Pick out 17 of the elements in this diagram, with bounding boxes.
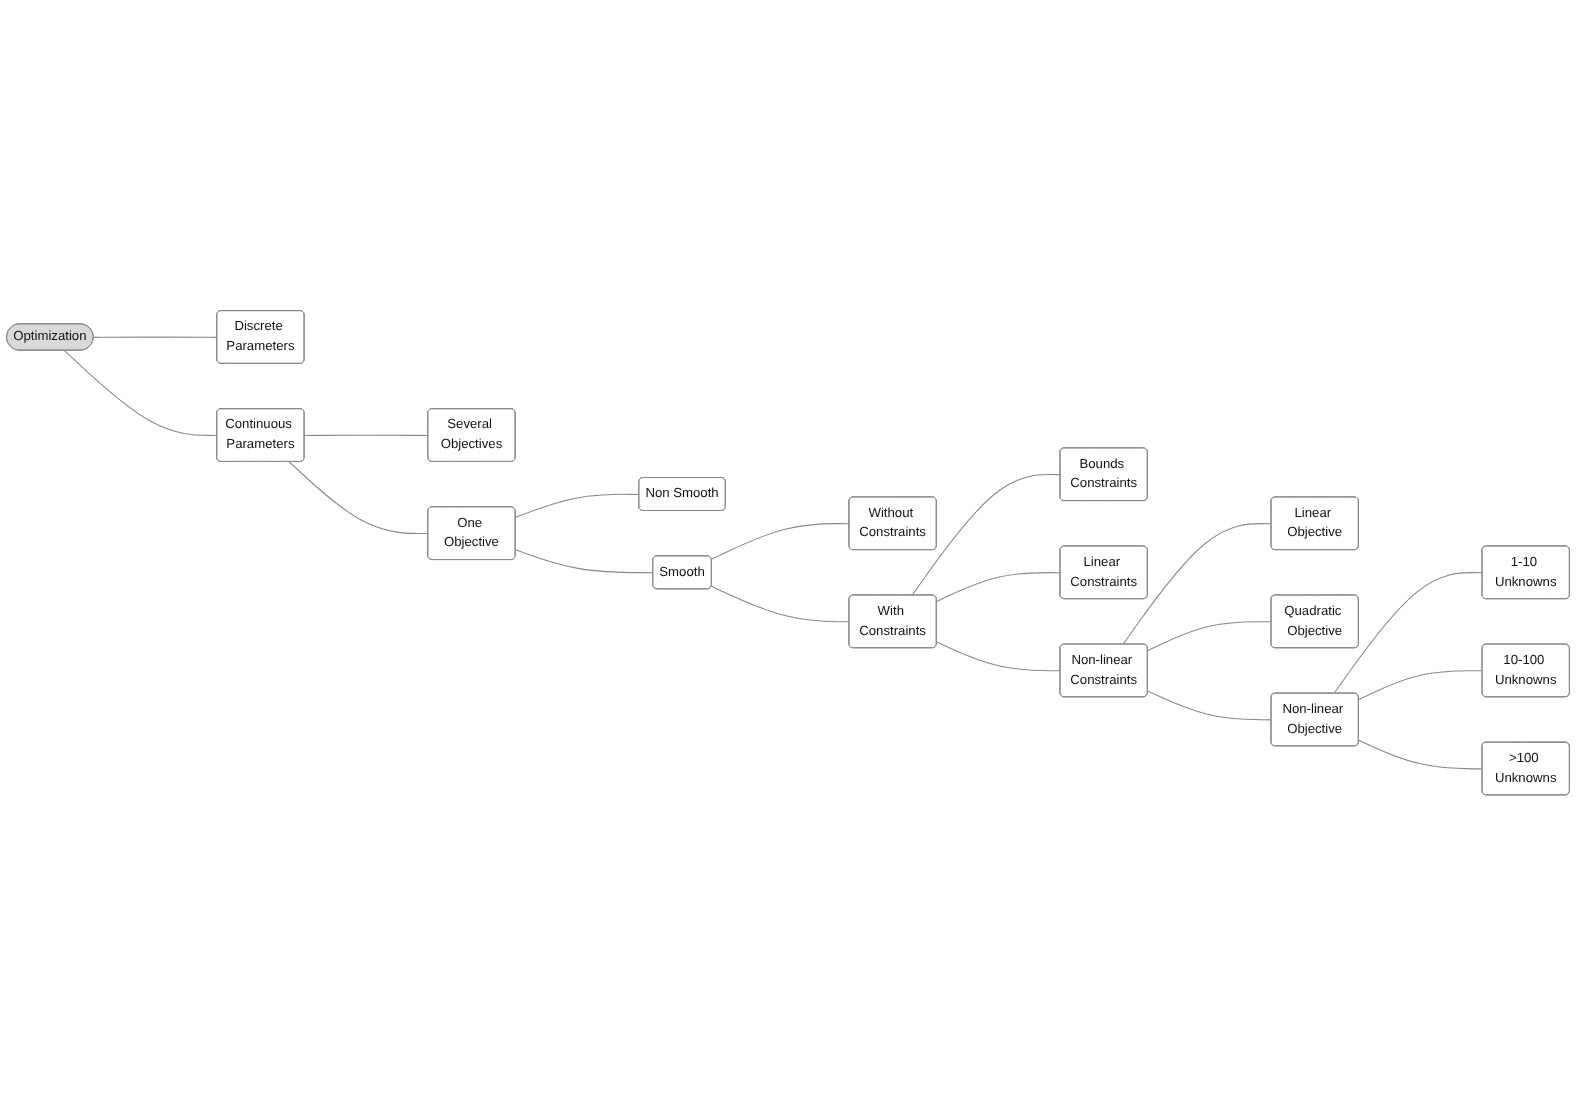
connector: [515, 494, 640, 519]
connector: [911, 474, 1061, 597]
connector: [1147, 690, 1272, 721]
connector: [711, 523, 850, 560]
connector: [92, 336, 218, 339]
connector: [1147, 621, 1272, 652]
connector: [936, 572, 1061, 603]
connector: [1122, 523, 1272, 646]
connector: [1333, 572, 1483, 695]
connector: [936, 641, 1061, 672]
connector: [711, 586, 850, 623]
connector: [288, 461, 429, 535]
connector: [1358, 739, 1483, 770]
connector: [63, 350, 218, 437]
connector: [515, 549, 654, 574]
connector: [304, 434, 429, 437]
connector: [1358, 670, 1483, 701]
